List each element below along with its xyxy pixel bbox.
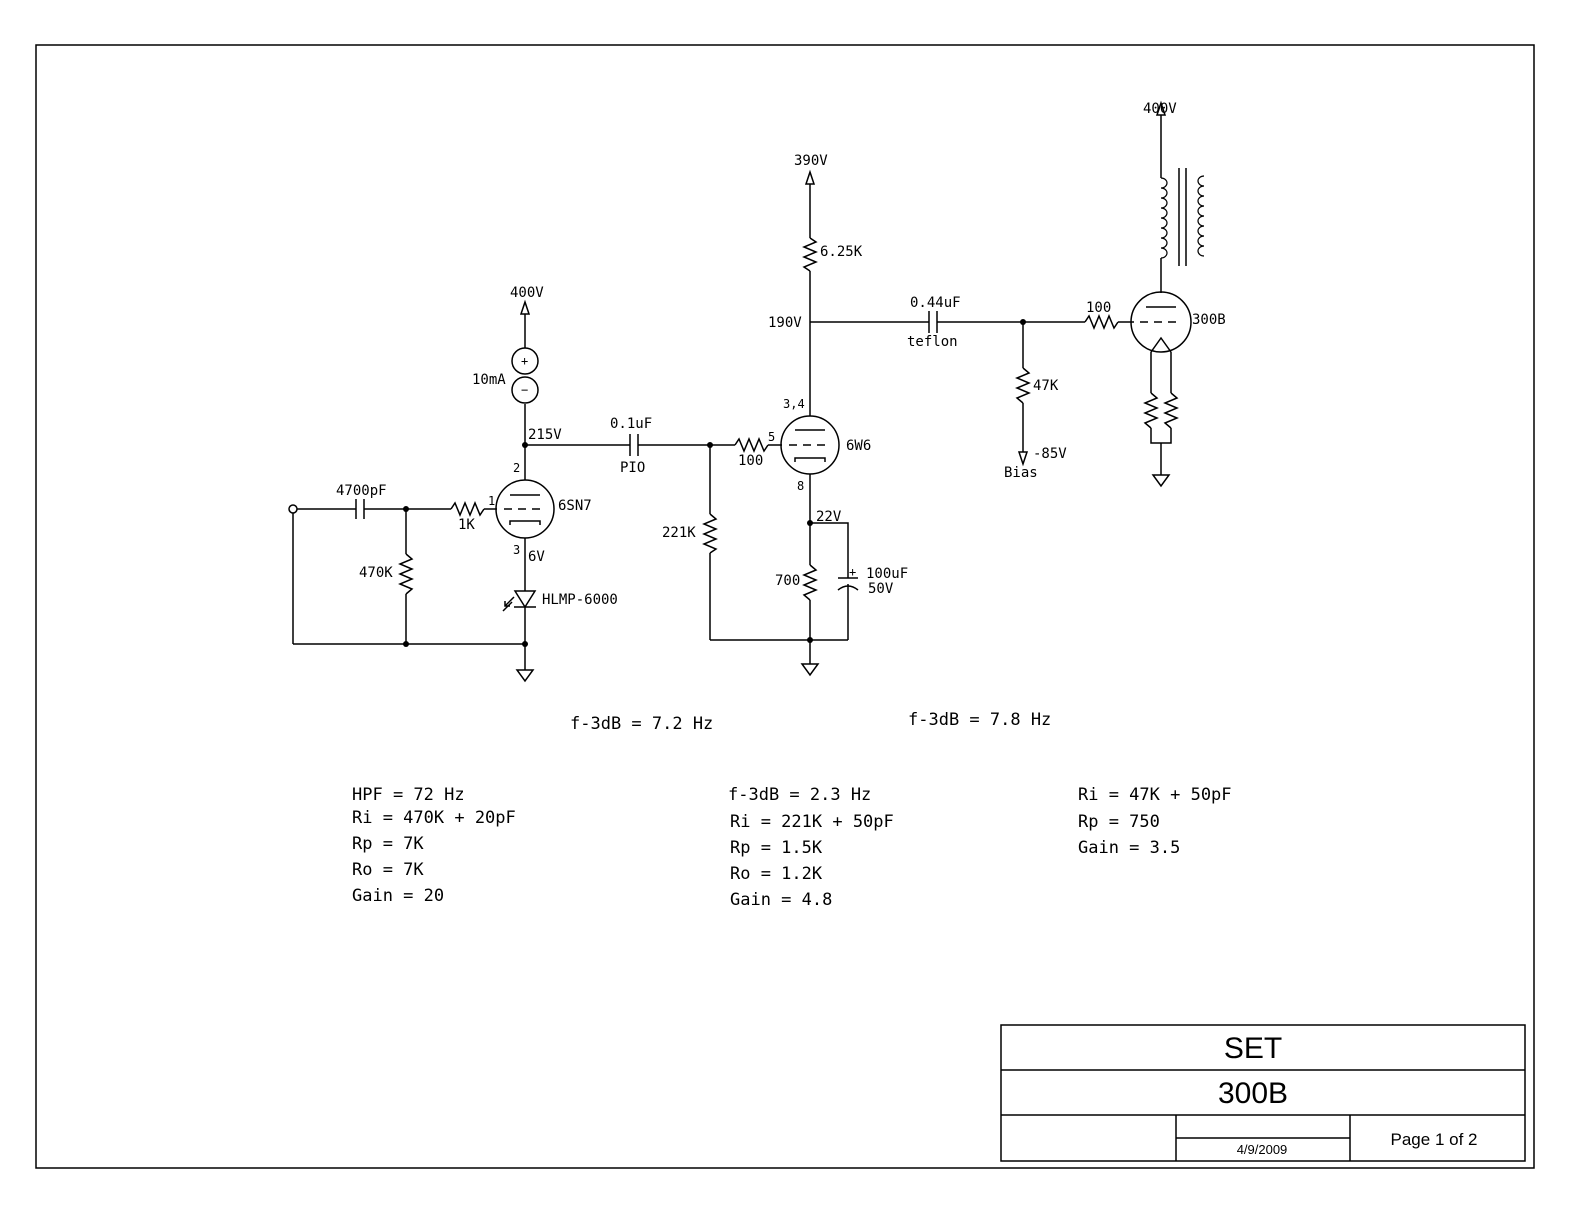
bias-label: Bias [1004,465,1038,481]
drawing-subtitle: 300B [1218,1077,1288,1110]
note-col1-line: HPF = 72 Hz [352,785,465,805]
supply-arrow-icon [804,169,816,185]
bias-arrow-icon [1017,451,1029,467]
output-transformer-icon [1160,168,1205,266]
output-stage [1130,100,1205,488]
bypass-cap-label: 100uF [866,566,908,582]
pin-grid-label: 1 [488,494,495,508]
input-stage [288,299,555,683]
bypass-voltage-label: 50V [868,581,894,597]
grid-stopper-100-icon [734,437,769,453]
driver-stage [780,169,859,677]
note-col1-line: Rp = 7K [352,834,424,854]
cap-pio-label: PIO [620,460,645,476]
note-col2-line: f-3dB = 2.3 Hz [728,785,871,805]
note-col3-line: Gain = 3.5 [1078,838,1180,858]
tube-300b-label: 300B [1192,312,1226,328]
input-cap-label: 4700pF [336,483,387,499]
led-bias-icon [502,590,537,612]
drawing-title: SET [1224,1032,1282,1065]
resistor-221k-label: 221K [662,525,696,541]
pin-5-label: 5 [768,430,775,444]
supply-400v-label: 400V [510,285,544,301]
cap-01uf-label: 0.1uF [610,416,652,432]
cathode-700-label: 700 [775,573,800,589]
filament-resistor-icon [1163,392,1179,429]
plate-voltage-215v: 215V [528,427,562,443]
bias-resistor-47k-icon [1015,367,1031,404]
cap-044uf-label: 0.44uF [910,295,961,311]
stopper-300b-label: 100 [1086,300,1111,316]
pin-plate-label: 2 [513,461,520,475]
supply-arrow-icon [519,299,531,315]
note-col3-line: Rp = 750 [1078,812,1160,832]
ccs-minus-label: − [521,383,528,397]
grid-stopper-300b-icon [1084,314,1119,330]
bypass-plus-label: + [849,565,856,579]
note-col2-line: Rp = 1.5K [730,838,823,858]
tube-6w6-label: 6W6 [846,438,871,454]
teflon-capacitor-icon [928,311,938,333]
ground-icon [1151,474,1171,488]
supply-400v-output-label: 400V [1143,101,1177,117]
note-col1-line: Gain = 20 [352,886,444,906]
supply-390v-label: 390V [794,153,828,169]
pin-cathode-label: 3 [513,543,520,557]
stopper-1k-label: 1K [458,517,475,533]
filament-resistor-icon [1143,392,1159,429]
title-block: SET 300B 4/9/2009 Page 1 of 2 [1000,1024,1526,1162]
tube-300b-icon [1130,291,1192,353]
coupling-capacitor-icon [629,434,639,456]
stopper-100-label: 100 [738,453,763,469]
led-label: HLMP-6000 [542,592,618,608]
note-col2-line: Ri = 221K + 50pF [730,812,894,832]
load-625k-label: 6.25K [820,244,863,260]
pin-8-label: 8 [797,479,804,493]
note-col2-line: Ro = 1.2K [730,864,823,884]
coupling-network-1 [525,434,848,641]
ccs-plus-label: + [521,354,528,368]
ccs-label: 10mA [472,372,506,388]
note-f3db-stage2: f-3dB = 7.8 Hz [908,710,1051,730]
sheet-border [35,44,1535,1169]
coupling-network-2 [810,311,1134,467]
grid-resistor-470k-icon [398,553,414,595]
note-col2-line: Gain = 4.8 [730,890,832,910]
pin-34-label: 3,4 [783,397,805,411]
cathode-resistor-700-icon [802,564,818,601]
plate-voltage-190v: 190V [768,315,802,331]
bias-voltage-label: -85V [1033,446,1067,462]
input-jack-icon [288,504,298,514]
cathode-voltage-6v: 6V [528,549,545,565]
note-col1-line: Ro = 7K [352,860,424,880]
tube-6sn7-label: 6SN7 [558,498,592,514]
grid-resistor-221k-icon [702,513,718,554]
note-col3-line: Ri = 47K + 50pF [1078,785,1232,805]
load-resistor-625k-icon [802,237,818,272]
tube-6sn7-icon [495,479,555,539]
cap-teflon-label: teflon [907,334,958,350]
note-col1-line: Ri = 470K + 20pF [352,808,516,828]
resistor-47k-label: 47K [1033,378,1059,394]
design-notes: f-3dB = 7.2 Hz f-3dB = 7.8 Hz HPF = 72 H… [352,710,1232,910]
drawing-date: 4/9/2009 [1237,1142,1288,1157]
grid-stopper-1k-icon [450,501,485,517]
grid-resistor-470k-label: 470K [359,565,393,581]
component-labels: 400V + − 10mA 215V 2 1 3 6SN7 6V 4700pF … [336,101,1226,608]
ground-icon [515,669,535,683]
tube-6w6-icon [780,415,840,475]
cathode-voltage-22v: 22V [816,509,842,525]
note-f3db-stage1: f-3dB = 7.2 Hz [570,714,713,734]
input-capacitor-icon [355,499,365,519]
ground-icon [800,663,820,677]
page-indicator: Page 1 of 2 [1391,1130,1478,1149]
